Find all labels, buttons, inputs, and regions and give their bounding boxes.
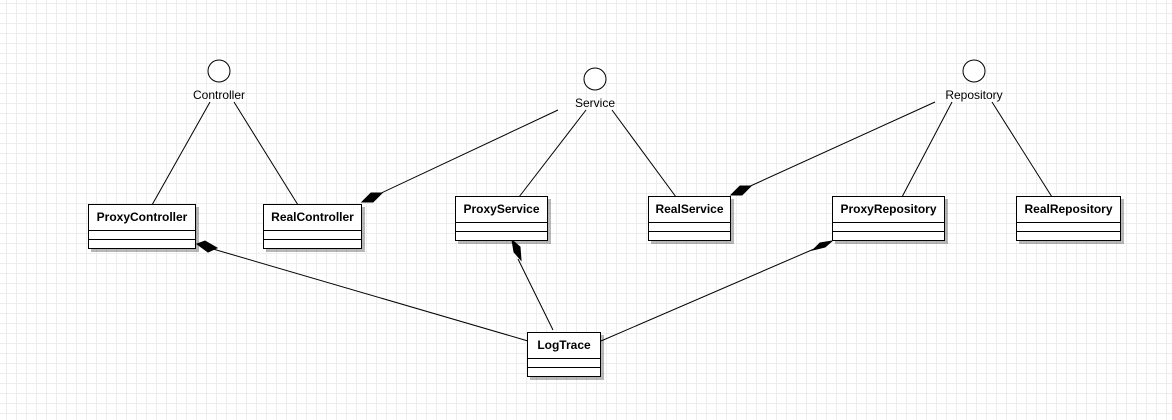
realization-proxycontroller-controller[interactable]: [151, 101, 211, 206]
class-name: LogTrace: [528, 333, 600, 359]
class-attributes: [833, 223, 944, 232]
interface-controller-label: Controller: [192, 88, 246, 102]
composition-proxyrepository-logtrace-line[interactable]: [600, 248, 815, 342]
interface-controller-symbol[interactable]: [207, 59, 231, 83]
class-operations: [1017, 232, 1120, 240]
class-proxy-repository[interactable]: ProxyRepository: [832, 196, 945, 241]
class-attributes: [456, 223, 547, 232]
class-operations: [264, 240, 361, 248]
class-name: RealController: [264, 205, 361, 231]
composition-realservice-repository-line[interactable]: [745, 101, 936, 189]
interface-service-label: Service: [574, 96, 616, 110]
composition-realservice-repository-diamond: [729, 185, 753, 196]
composition-proxyrepository-logtrace-diamond: [811, 240, 834, 251]
realization-realrepository-repository[interactable]: [991, 101, 1053, 198]
realization-proxyrepository-repository[interactable]: [901, 101, 953, 198]
realization-realservice-service[interactable]: [611, 109, 677, 198]
composition-proxycontroller-logtrace-diamond: [195, 240, 219, 253]
interface-repository-label: Repository: [945, 88, 1003, 102]
class-attributes: [528, 359, 600, 368]
realization-proxyservice-service[interactable]: [518, 109, 587, 198]
class-attributes: [1017, 223, 1120, 232]
composition-realcontroller-service-line[interactable]: [376, 109, 559, 196]
composition-proxycontroller-logtrace-line[interactable]: [212, 248, 529, 342]
class-name: RealService: [649, 197, 730, 223]
class-real-controller[interactable]: RealController: [263, 204, 362, 249]
class-proxy-controller[interactable]: ProxyController: [88, 204, 196, 249]
class-operations: [89, 240, 195, 248]
class-name: ProxyRepository: [833, 197, 944, 223]
composition-realcontroller-service-diamond: [360, 192, 384, 203]
class-name: RealRepository: [1017, 197, 1120, 223]
class-log-trace[interactable]: LogTrace: [527, 332, 601, 377]
class-real-repository[interactable]: RealRepository: [1016, 196, 1121, 241]
interface-service-symbol[interactable]: [583, 67, 607, 91]
class-name: ProxyService: [456, 197, 547, 223]
interface-repository-symbol[interactable]: [962, 59, 986, 83]
class-operations: [528, 368, 600, 376]
class-operations: [833, 232, 944, 240]
class-operations: [456, 232, 547, 240]
realization-realcontroller-controller[interactable]: [233, 101, 299, 206]
class-real-service[interactable]: RealService: [648, 196, 731, 241]
class-name: ProxyController: [89, 205, 195, 231]
composition-proxyservice-logtrace-diamond: [511, 238, 522, 262]
composition-proxyservice-logtrace-line[interactable]: [517, 258, 554, 331]
class-proxy-service[interactable]: ProxyService: [455, 196, 548, 241]
class-operations: [649, 232, 730, 240]
class-attributes: [264, 231, 361, 240]
class-attributes: [89, 231, 195, 240]
class-attributes: [649, 223, 730, 232]
